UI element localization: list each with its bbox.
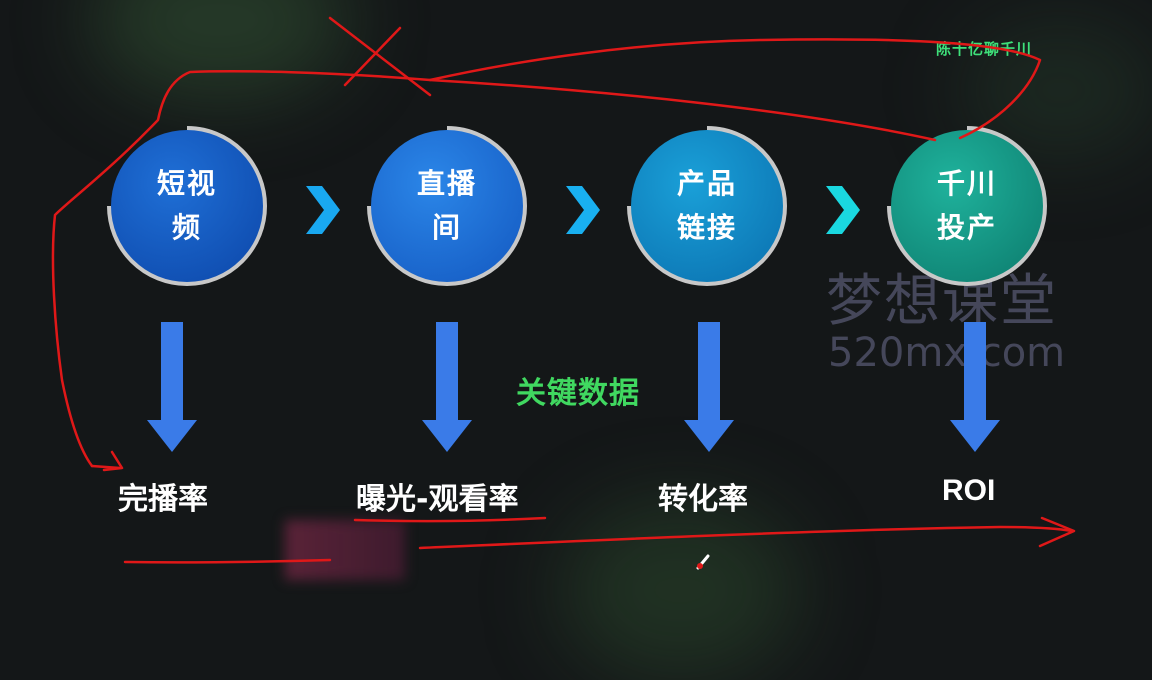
pen-cursor-icon: [696, 554, 710, 570]
stage-disc: 直播 间: [371, 130, 523, 282]
watermark-url: 520mx.com: [828, 330, 1066, 376]
annotation-overlay: [51, 16, 1076, 570]
slide-canvas: 陈十亿聊千川 梦想课堂 520mx.com 短视 频 直播 间 产品 链接: [51, 0, 1152, 680]
stage-node-qianchuan-roi: 千川 投产: [886, 125, 1048, 287]
arrow-down-icon: [950, 322, 1000, 452]
stage-node-product-link: 产品 链接: [626, 125, 788, 287]
stage-label-line1: 千川: [936, 167, 997, 200]
progress-ring: [107, 126, 267, 286]
blurred-region: [285, 520, 405, 580]
key-data-label: 关键数据: [516, 376, 640, 411]
stage-label-line2: 投产: [936, 211, 997, 244]
stage-label-line1: 产品: [676, 167, 737, 200]
metric-exposure-view-rate: 曝光-观看率: [356, 482, 519, 517]
progress-ring: [627, 126, 787, 286]
stage-label-line2: 间: [431, 211, 462, 244]
chevron-right-icon: [826, 186, 860, 234]
progress-ring: [887, 126, 1047, 286]
stage-disc: 千川 投产: [891, 130, 1043, 282]
arrow-down-icon: [147, 322, 197, 452]
metric-conversion-rate: 转化率: [658, 482, 748, 517]
progress-ring: [367, 126, 527, 286]
stage-label-line1: 短视: [156, 167, 217, 200]
stage-disc: 产品 链接: [631, 130, 783, 282]
arrow-down-icon: [684, 322, 734, 452]
chevron-right-icon: [306, 186, 340, 234]
metric-roi: ROI: [942, 474, 996, 507]
stage-label-line2: 链接: [676, 211, 737, 244]
arrow-down-icon: [422, 322, 472, 452]
stage-label-line1: 直播: [416, 167, 477, 200]
chevron-right-icon: [566, 186, 600, 234]
stage-label-line2: 频: [171, 211, 202, 244]
stage-node-short-video: 短视 频: [106, 125, 268, 287]
stage-node-live-room: 直播 间: [366, 125, 528, 287]
metric-completion-rate: 完播率: [118, 482, 208, 517]
stage-disc: 短视 频: [111, 130, 263, 282]
